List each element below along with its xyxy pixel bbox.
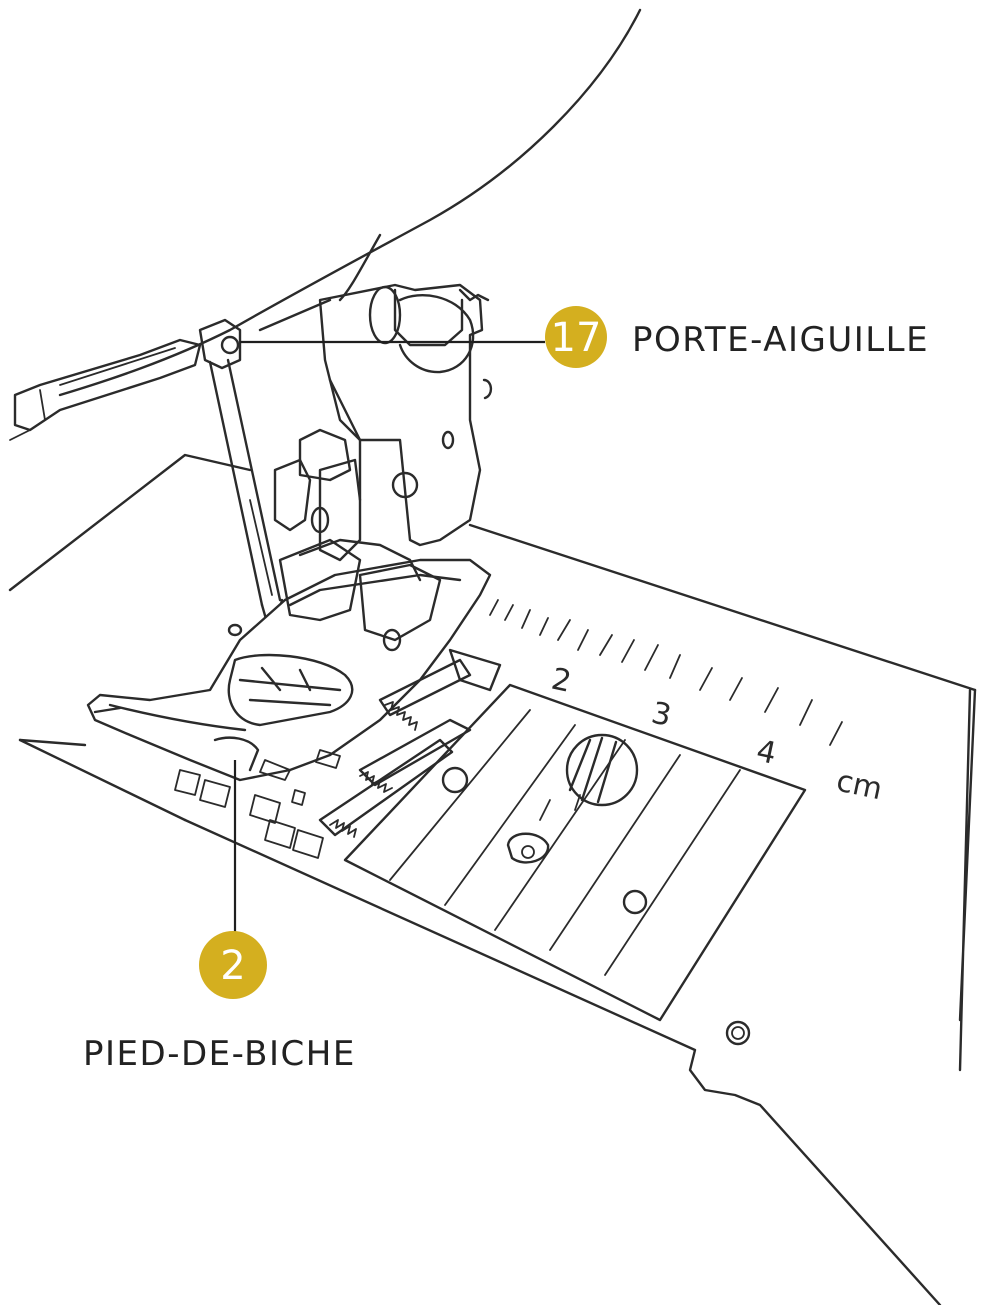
callout-label: PIED-DE-BICHE xyxy=(83,1034,356,1074)
presser-lever xyxy=(9,338,202,441)
presser-foot xyxy=(86,538,492,782)
presser-foot-holder xyxy=(273,283,493,562)
callout-presser-foot: 2 PIED-DE-BICHE xyxy=(83,760,356,1074)
machine-head-underside xyxy=(258,233,382,332)
scale-number: 4 xyxy=(753,734,779,772)
callout-label: PORTE-AIGUILLE xyxy=(632,320,929,360)
callout-badge xyxy=(545,306,607,368)
callout-needle-clamp: 17 PORTE-AIGUILLE xyxy=(240,306,929,368)
needle-plate xyxy=(8,453,977,1305)
needle-bar xyxy=(198,318,284,642)
callout-number: 17 xyxy=(551,315,602,361)
machine-head-outline xyxy=(58,8,642,397)
scale-number: 2 xyxy=(548,662,574,700)
callout-badge xyxy=(199,931,267,999)
callout-number: 2 xyxy=(220,943,245,989)
scale-number: 3 xyxy=(648,696,674,734)
scale-unit: cm xyxy=(833,764,885,808)
